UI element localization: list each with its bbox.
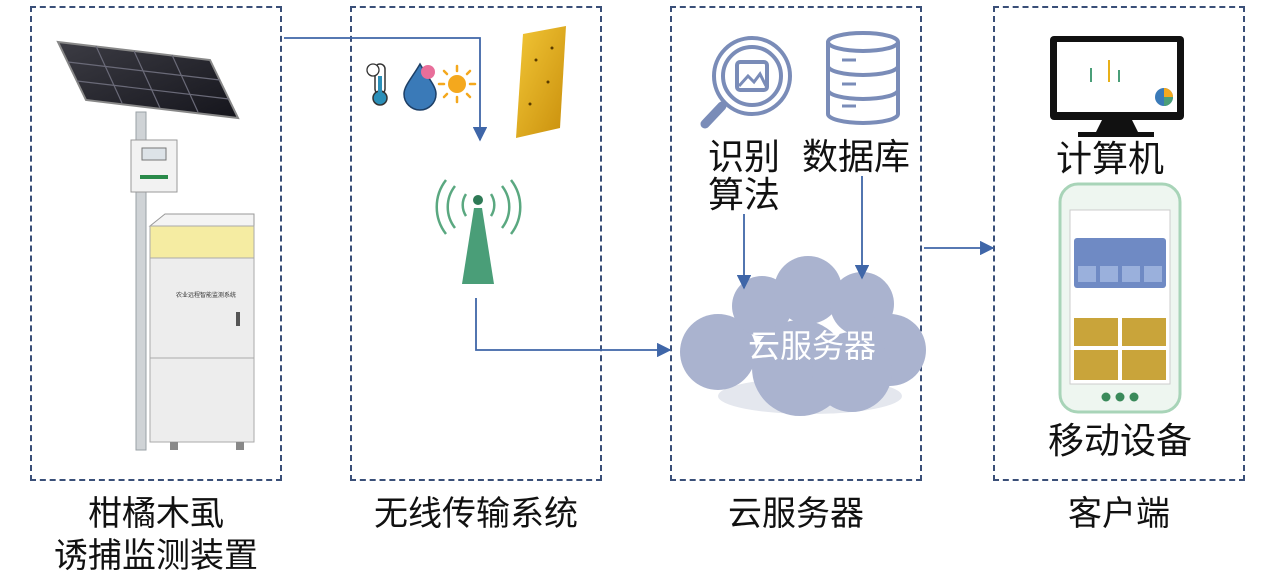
client-caption: 客户端	[1068, 494, 1170, 534]
cloud-label: 云服务器	[748, 327, 877, 365]
sticky-trap-icon	[516, 26, 566, 138]
trap-cabinet	[148, 213, 255, 450]
arrow-antenna-to-cloud	[475, 298, 672, 358]
monitor-icon	[1050, 36, 1184, 137]
humidity-drop-icon	[403, 62, 437, 111]
device-panel	[30, 6, 282, 481]
wireless-panel	[350, 6, 602, 481]
device-brand-label: 农业远程智能监测系统	[176, 292, 237, 299]
sun-icon	[437, 64, 477, 104]
thermometer-icon	[366, 63, 388, 106]
antenna-icon	[435, 179, 522, 284]
device-caption-line2: 诱捕监测装置	[54, 536, 258, 576]
arrow-device-to-wireless	[284, 37, 488, 142]
support-pole	[135, 111, 147, 451]
mobile-device-label: 移动设备	[1048, 421, 1193, 462]
cloud-server-caption: 云服务器	[728, 494, 864, 534]
device-caption-line1: 柑橘木虱	[88, 494, 224, 534]
phone-icon	[1058, 182, 1182, 414]
wireless-caption: 无线传输系统	[374, 494, 578, 534]
control-box	[130, 139, 178, 193]
cloud-icon	[680, 256, 926, 416]
database-label: 数据库	[802, 137, 911, 178]
database-icon	[826, 31, 900, 125]
image-search-icon	[700, 36, 792, 129]
computer-label: 计算机	[1056, 139, 1165, 180]
cloud-server-panel	[670, 6, 922, 481]
solar-panel-icon	[56, 40, 240, 120]
algorithm-label-line1: 识别	[708, 137, 781, 178]
algorithm-label-line2: 算法	[708, 175, 781, 216]
